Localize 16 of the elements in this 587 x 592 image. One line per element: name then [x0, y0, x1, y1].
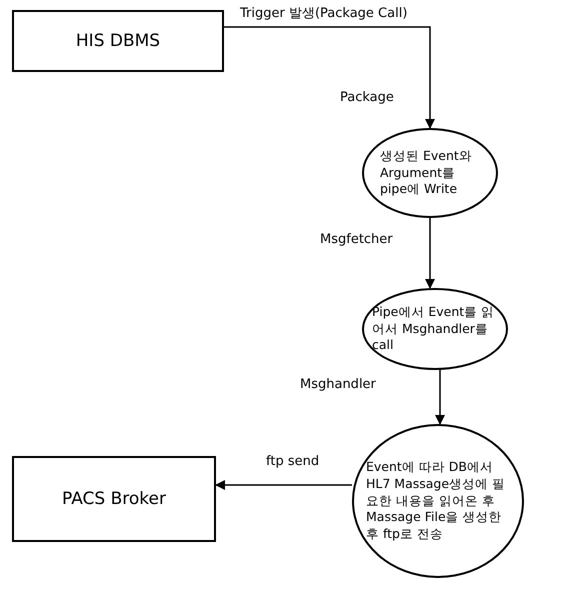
edge-label: Trigger 발생(Package Call) [240, 4, 408, 22]
node-text: 생성된 Event와 Argument를 pipe에 Write [380, 148, 473, 198]
arrow [224, 26, 435, 129]
edge-label: Msghandler [300, 377, 376, 392]
arrow [425, 218, 435, 289]
edge-label: ftp send [266, 454, 320, 469]
arrow [215, 480, 352, 490]
node-text: Pipe에서 Event를 읽어서 Msghandler를 call [372, 304, 496, 354]
node-text: HIS DBMS [76, 31, 160, 51]
process-box [12, 10, 224, 72]
node-text: PACS Broker [62, 489, 166, 509]
text-label: Package [340, 90, 394, 105]
arrow [435, 370, 445, 425]
process-box [12, 456, 216, 542]
node-text: Event에 따라 DB에서 HL7 Massage생성에 필요한 내용을 읽어온 후 Massage File을 생성한 후 ftp로 전송 [366, 458, 506, 544]
edge-label: Msgfetcher [320, 232, 393, 247]
